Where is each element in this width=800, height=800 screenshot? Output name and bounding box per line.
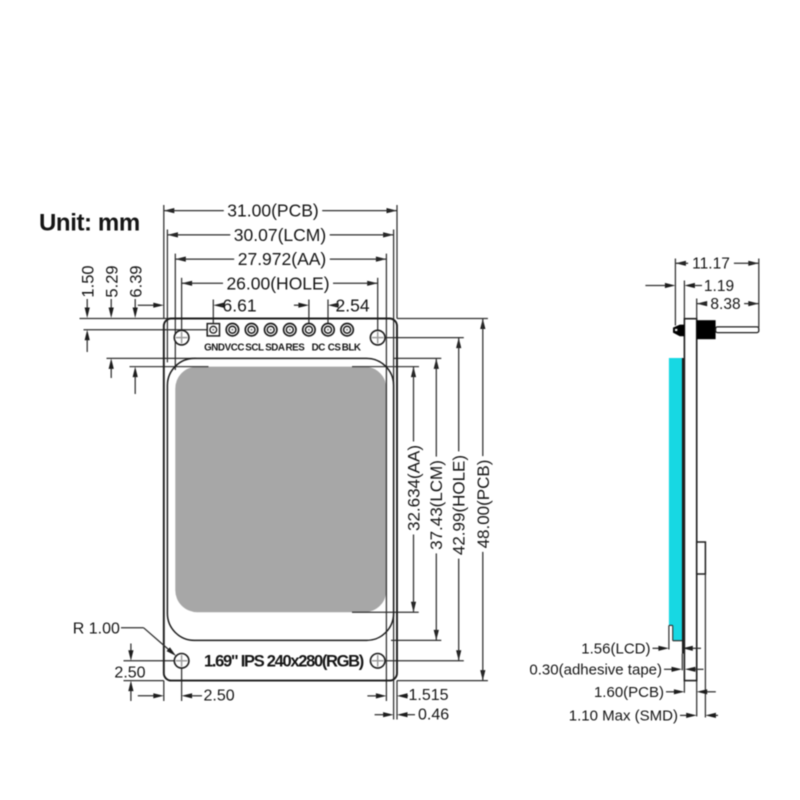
svg-text:1.515: 1.515 (409, 687, 449, 704)
svg-text:1.10 Max (SMD): 1.10 Max (SMD) (569, 708, 678, 725)
svg-text:27.972(AA): 27.972(AA) (238, 249, 327, 269)
svg-text:30.07(LCM): 30.07(LCM) (234, 225, 326, 245)
svg-text:BLK: BLK (342, 343, 361, 354)
svg-text:32.634(AA): 32.634(AA) (404, 445, 423, 531)
svg-text:0.30(adhesive tape): 0.30(adhesive tape) (529, 662, 662, 679)
svg-text:8.38: 8.38 (710, 296, 740, 313)
svg-text:DC: DC (312, 343, 326, 354)
svg-text:48.00(PCB): 48.00(PCB) (474, 460, 493, 549)
svg-text:11.17: 11.17 (692, 256, 730, 273)
svg-text:37.43(LCM): 37.43(LCM) (427, 460, 446, 550)
svg-text:VCC: VCC (225, 343, 245, 354)
svg-text:Unit: mm: Unit: mm (39, 210, 140, 237)
svg-text:R 1.00: R 1.00 (73, 621, 120, 638)
svg-text:1.56(LCD): 1.56(LCD) (581, 641, 650, 658)
svg-text:31.00(PCB): 31.00(PCB) (227, 201, 318, 221)
svg-text:2.50: 2.50 (114, 664, 145, 681)
svg-text:5.29: 5.29 (103, 265, 121, 297)
svg-text:6.39: 6.39 (127, 265, 145, 297)
svg-text:RES: RES (286, 343, 306, 354)
svg-text:GND: GND (204, 343, 225, 354)
svg-text:2.50: 2.50 (204, 687, 235, 704)
svg-text:1.69" IPS 240x280(RGB): 1.69" IPS 240x280(RGB) (204, 652, 364, 670)
svg-text:42.99(HOLE): 42.99(HOLE) (450, 455, 469, 555)
svg-text:2.54: 2.54 (336, 295, 370, 315)
svg-text:6.61: 6.61 (223, 295, 257, 315)
svg-text:CS: CS (328, 343, 342, 354)
svg-text:26.00(HOLE): 26.00(HOLE) (226, 273, 329, 293)
svg-text:SCL: SCL (245, 343, 264, 354)
svg-text:1.50: 1.50 (79, 265, 97, 297)
svg-text:1.60(PCB): 1.60(PCB) (594, 684, 664, 701)
svg-text:1.19: 1.19 (704, 278, 734, 295)
svg-text:SDA: SDA (265, 343, 285, 354)
svg-text:0.46: 0.46 (418, 707, 449, 724)
